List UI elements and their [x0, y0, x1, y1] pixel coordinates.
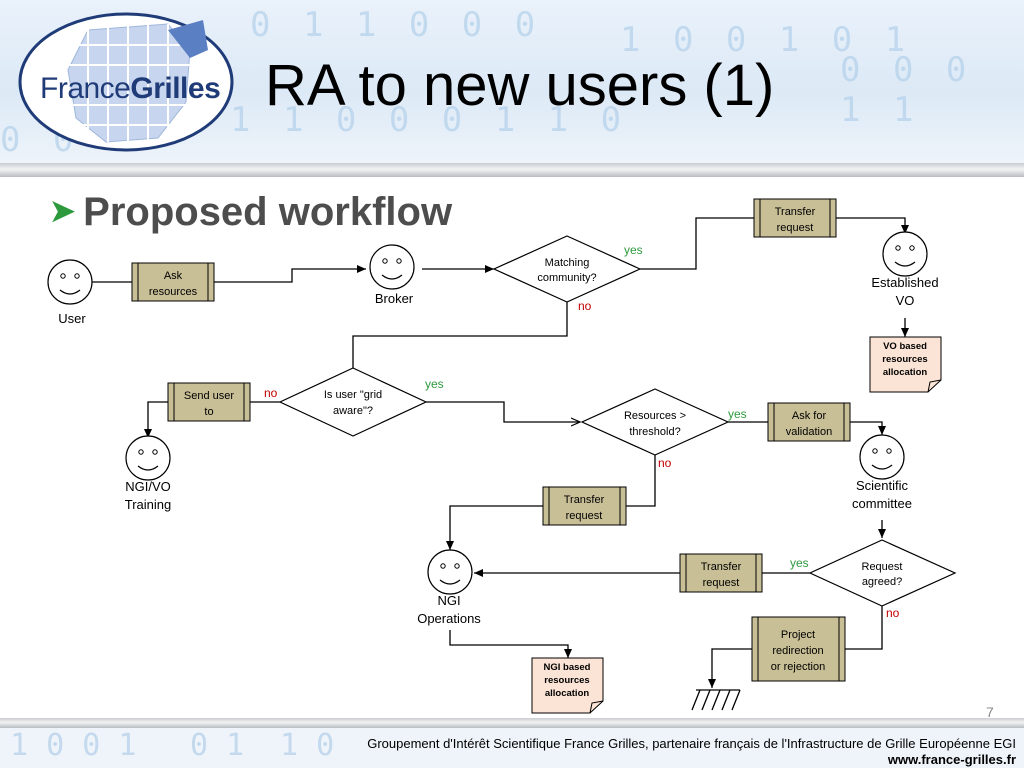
scientific-committee-icon [859, 434, 905, 480]
task-project-redirection: Project redirection or rejection [751, 616, 846, 682]
flow-transfer-to-vo [836, 217, 909, 234]
flow-gridaware-yes [426, 401, 580, 422]
slide-title: RA to new users (1) [265, 53, 775, 118]
actor-label-established-vo: VO [896, 293, 915, 308]
decision-matching-community: Matching community? [492, 235, 642, 303]
label-no: no [658, 456, 672, 470]
label-yes: yes [790, 556, 809, 570]
logo-text: FranceGrilles [40, 72, 221, 105]
bullet-heading: ➤Proposed workflow [50, 190, 452, 235]
task-transfer-request-bottom: Transfer request [679, 553, 763, 593]
task-ask-resources: Ask resources [131, 262, 215, 302]
flow-matching-yes [640, 217, 754, 270]
document-vo-based-allocation: VO based resources allocation [869, 336, 942, 393]
decision-grid-aware: Is user "grid aware"? [278, 367, 428, 437]
binary-decoration: 0 1 1 0 0 0 [250, 5, 542, 45]
flow-redirection-to-end [708, 648, 752, 688]
svg-text:Send user: Send user [184, 390, 234, 402]
svg-text:aware"?: aware"? [333, 405, 373, 417]
label-no: no [578, 299, 592, 313]
svg-text:agreed?: agreed? [862, 576, 902, 588]
ngi-training-icon [125, 435, 171, 481]
flow-ngiops-to-doc [449, 630, 572, 658]
label-yes: yes [624, 243, 643, 257]
svg-text:Project: Project [781, 629, 815, 641]
flow-transfer-to-ngi [446, 505, 543, 550]
svg-text:Is user "grid: Is user "grid [324, 389, 382, 401]
svg-text:threshold?: threshold? [629, 426, 680, 438]
footer-url: www.france-grilles.fr [887, 752, 1016, 767]
actor-label-ngi-operations: NGI [437, 593, 460, 608]
svg-text:NGI based: NGI based [544, 662, 591, 673]
svg-text:request: request [703, 577, 740, 589]
actor-label-established-vo: Established [871, 275, 938, 290]
flow-agreed-no [845, 606, 883, 650]
svg-text:request: request [566, 510, 603, 522]
task-transfer-request-top: Transfer request [753, 198, 837, 238]
actor-label-scientific-committee: Scientific [856, 478, 909, 493]
svg-text:Transfer: Transfer [775, 206, 816, 218]
svg-text:resources: resources [149, 286, 198, 298]
footer-text: Groupement d'Intérêt Scientifique France… [367, 736, 1016, 751]
svg-text:redirection: redirection [772, 645, 823, 657]
flow-sendto-to-training [144, 401, 168, 438]
header-divider [0, 163, 1024, 177]
slide-footer: 1 0 0 1 0 1 1 0 [0, 728, 1024, 768]
binary-decoration: 1 0 0 1 [10, 728, 137, 763]
svg-text:resources: resources [882, 354, 927, 365]
svg-text:to: to [204, 406, 213, 418]
decision-resources-threshold: Resources > threshold? [580, 388, 730, 456]
page-number: 7 [986, 704, 994, 720]
flow-validation-to-committee [850, 421, 886, 435]
svg-text:validation: validation [786, 426, 832, 438]
task-send-user-to: Send user to [167, 382, 251, 422]
task-transfer-request-mid: Transfer request [542, 486, 627, 526]
binary-decoration: 1 0 0 1 0 1 [620, 20, 912, 60]
label-no: no [886, 606, 900, 620]
svg-text:Ask for: Ask for [792, 410, 827, 422]
footer-divider [0, 718, 1024, 728]
svg-text:VO based: VO based [883, 341, 927, 352]
task-ask-for-validation: Ask for validation [767, 402, 851, 442]
binary-decoration: 1 1 0 0 0 1 1 0 [230, 100, 628, 140]
actor-label-scientific-committee: committee [852, 496, 912, 511]
svg-text:Matching: Matching [545, 257, 590, 269]
ngi-operations-icon [427, 549, 473, 595]
flow-matching-no [352, 302, 568, 368]
svg-text:community?: community? [537, 272, 596, 284]
svg-text:request: request [777, 222, 814, 234]
actor-label-ngi-training: NGI/VO [125, 479, 171, 494]
svg-text:Resources >: Resources > [624, 410, 686, 422]
flow-ask-to-broker [214, 265, 366, 283]
actor-label-ngi-training: Training [125, 497, 171, 512]
svg-text:Request: Request [862, 561, 903, 573]
france-grilles-logo: FranceGrilles [18, 10, 236, 152]
flow-threshold-no [626, 455, 656, 507]
bullet-arrow-icon: ➤ [50, 195, 76, 228]
svg-text:allocation: allocation [545, 688, 590, 699]
svg-text:Ask: Ask [164, 270, 183, 282]
binary-decoration: 1 0 [280, 728, 335, 763]
svg-text:allocation: allocation [883, 367, 928, 378]
binary-decoration: 0 0 0 1 1 [840, 50, 973, 130]
user-icon [47, 259, 93, 305]
actor-label-ngi-operations: Operations [417, 611, 481, 626]
label-yes: yes [728, 407, 747, 421]
actor-label-broker: Broker [375, 291, 414, 306]
actor-label-user: User [58, 311, 86, 326]
document-ngi-based-allocation: NGI based resources allocation [531, 657, 604, 714]
svg-text:Transfer: Transfer [564, 494, 605, 506]
decision-request-agreed: Request agreed? [808, 539, 957, 607]
svg-text:Transfer: Transfer [701, 561, 742, 573]
ground-end-icon [691, 689, 741, 711]
bullet-text: Proposed workflow [83, 190, 453, 234]
binary-decoration: 0 1 [190, 728, 245, 763]
label-no: no [264, 386, 278, 400]
label-yes: yes [425, 377, 444, 391]
svg-text:resources: resources [544, 675, 589, 686]
established-vo-icon [882, 231, 928, 277]
svg-text:or rejection: or rejection [771, 661, 825, 673]
broker-icon [369, 244, 415, 290]
